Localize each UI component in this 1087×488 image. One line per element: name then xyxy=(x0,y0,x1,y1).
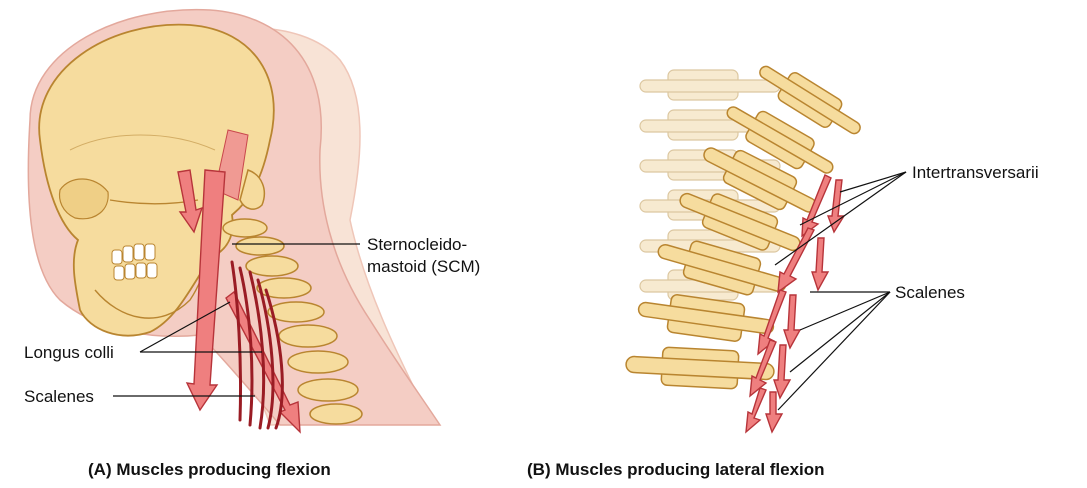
panel-b-illustration xyxy=(625,56,906,432)
orbit xyxy=(60,179,109,219)
scalene-arrows-b xyxy=(746,290,800,432)
scm-label-line1: Sternocleido- xyxy=(367,235,467,254)
panel-a-caption: (A) Muscles producing flexion xyxy=(88,460,331,479)
scalenes-label-b: Scalenes xyxy=(895,283,965,302)
scalenes-label-a: Scalenes xyxy=(24,387,94,406)
scm-label-line2: mastoid (SCM) xyxy=(367,257,480,276)
panel-a-illustration xyxy=(28,10,440,432)
flexed-vertebra-6 xyxy=(636,290,776,347)
panel-b-caption: (B) Muscles producing lateral flexion xyxy=(527,460,825,479)
intertransversarii-label: Intertransversarii xyxy=(912,163,1039,182)
longus-colli-label: Longus colli xyxy=(24,343,114,362)
